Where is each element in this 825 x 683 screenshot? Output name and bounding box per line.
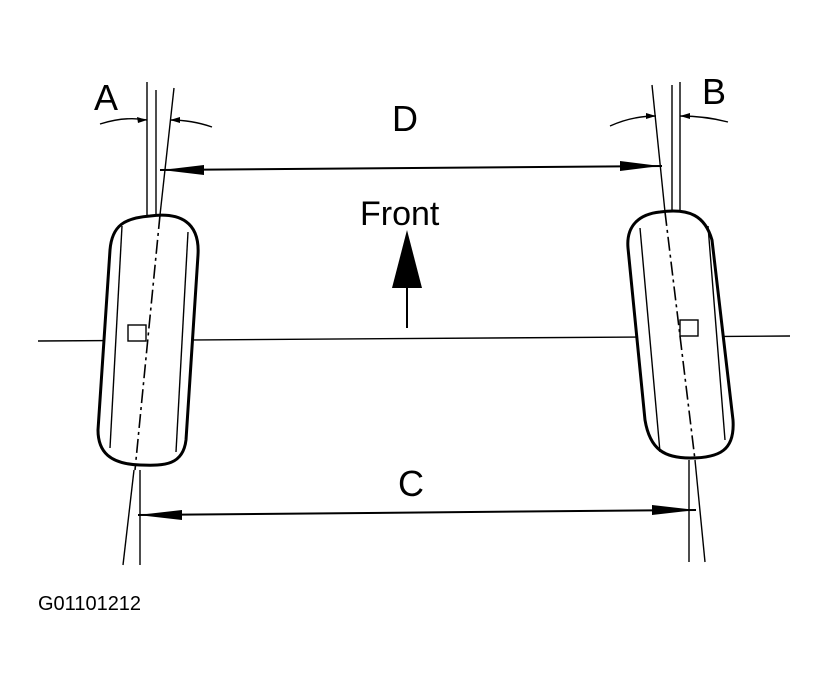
- label-d: D: [392, 98, 418, 139]
- front-arrow-head: [392, 230, 422, 288]
- label-a: A: [94, 77, 118, 118]
- dimension-c-arrow-right: [652, 505, 696, 515]
- dimension-c-arrow-left: [138, 510, 182, 520]
- dimension-c: [137, 505, 697, 520]
- left-wheel-centerline: [134, 214, 161, 471]
- right-wheel: [609, 82, 735, 563]
- dimension-d-arrow-right: [620, 161, 660, 171]
- front-arrow: [392, 230, 422, 328]
- label-b: B: [702, 71, 726, 112]
- label-c: C: [398, 463, 424, 504]
- right-right-angle-marker: [679, 319, 699, 337]
- left-right-angle-marker: [127, 324, 147, 342]
- figure-code: G01101212: [38, 593, 141, 615]
- dimension-d-arrow-left: [162, 165, 204, 175]
- label-front: Front: [360, 195, 440, 233]
- left-wheel: [96, 82, 213, 566]
- right-wheel-centerline: [664, 211, 696, 461]
- dimension-d: [159, 161, 663, 175]
